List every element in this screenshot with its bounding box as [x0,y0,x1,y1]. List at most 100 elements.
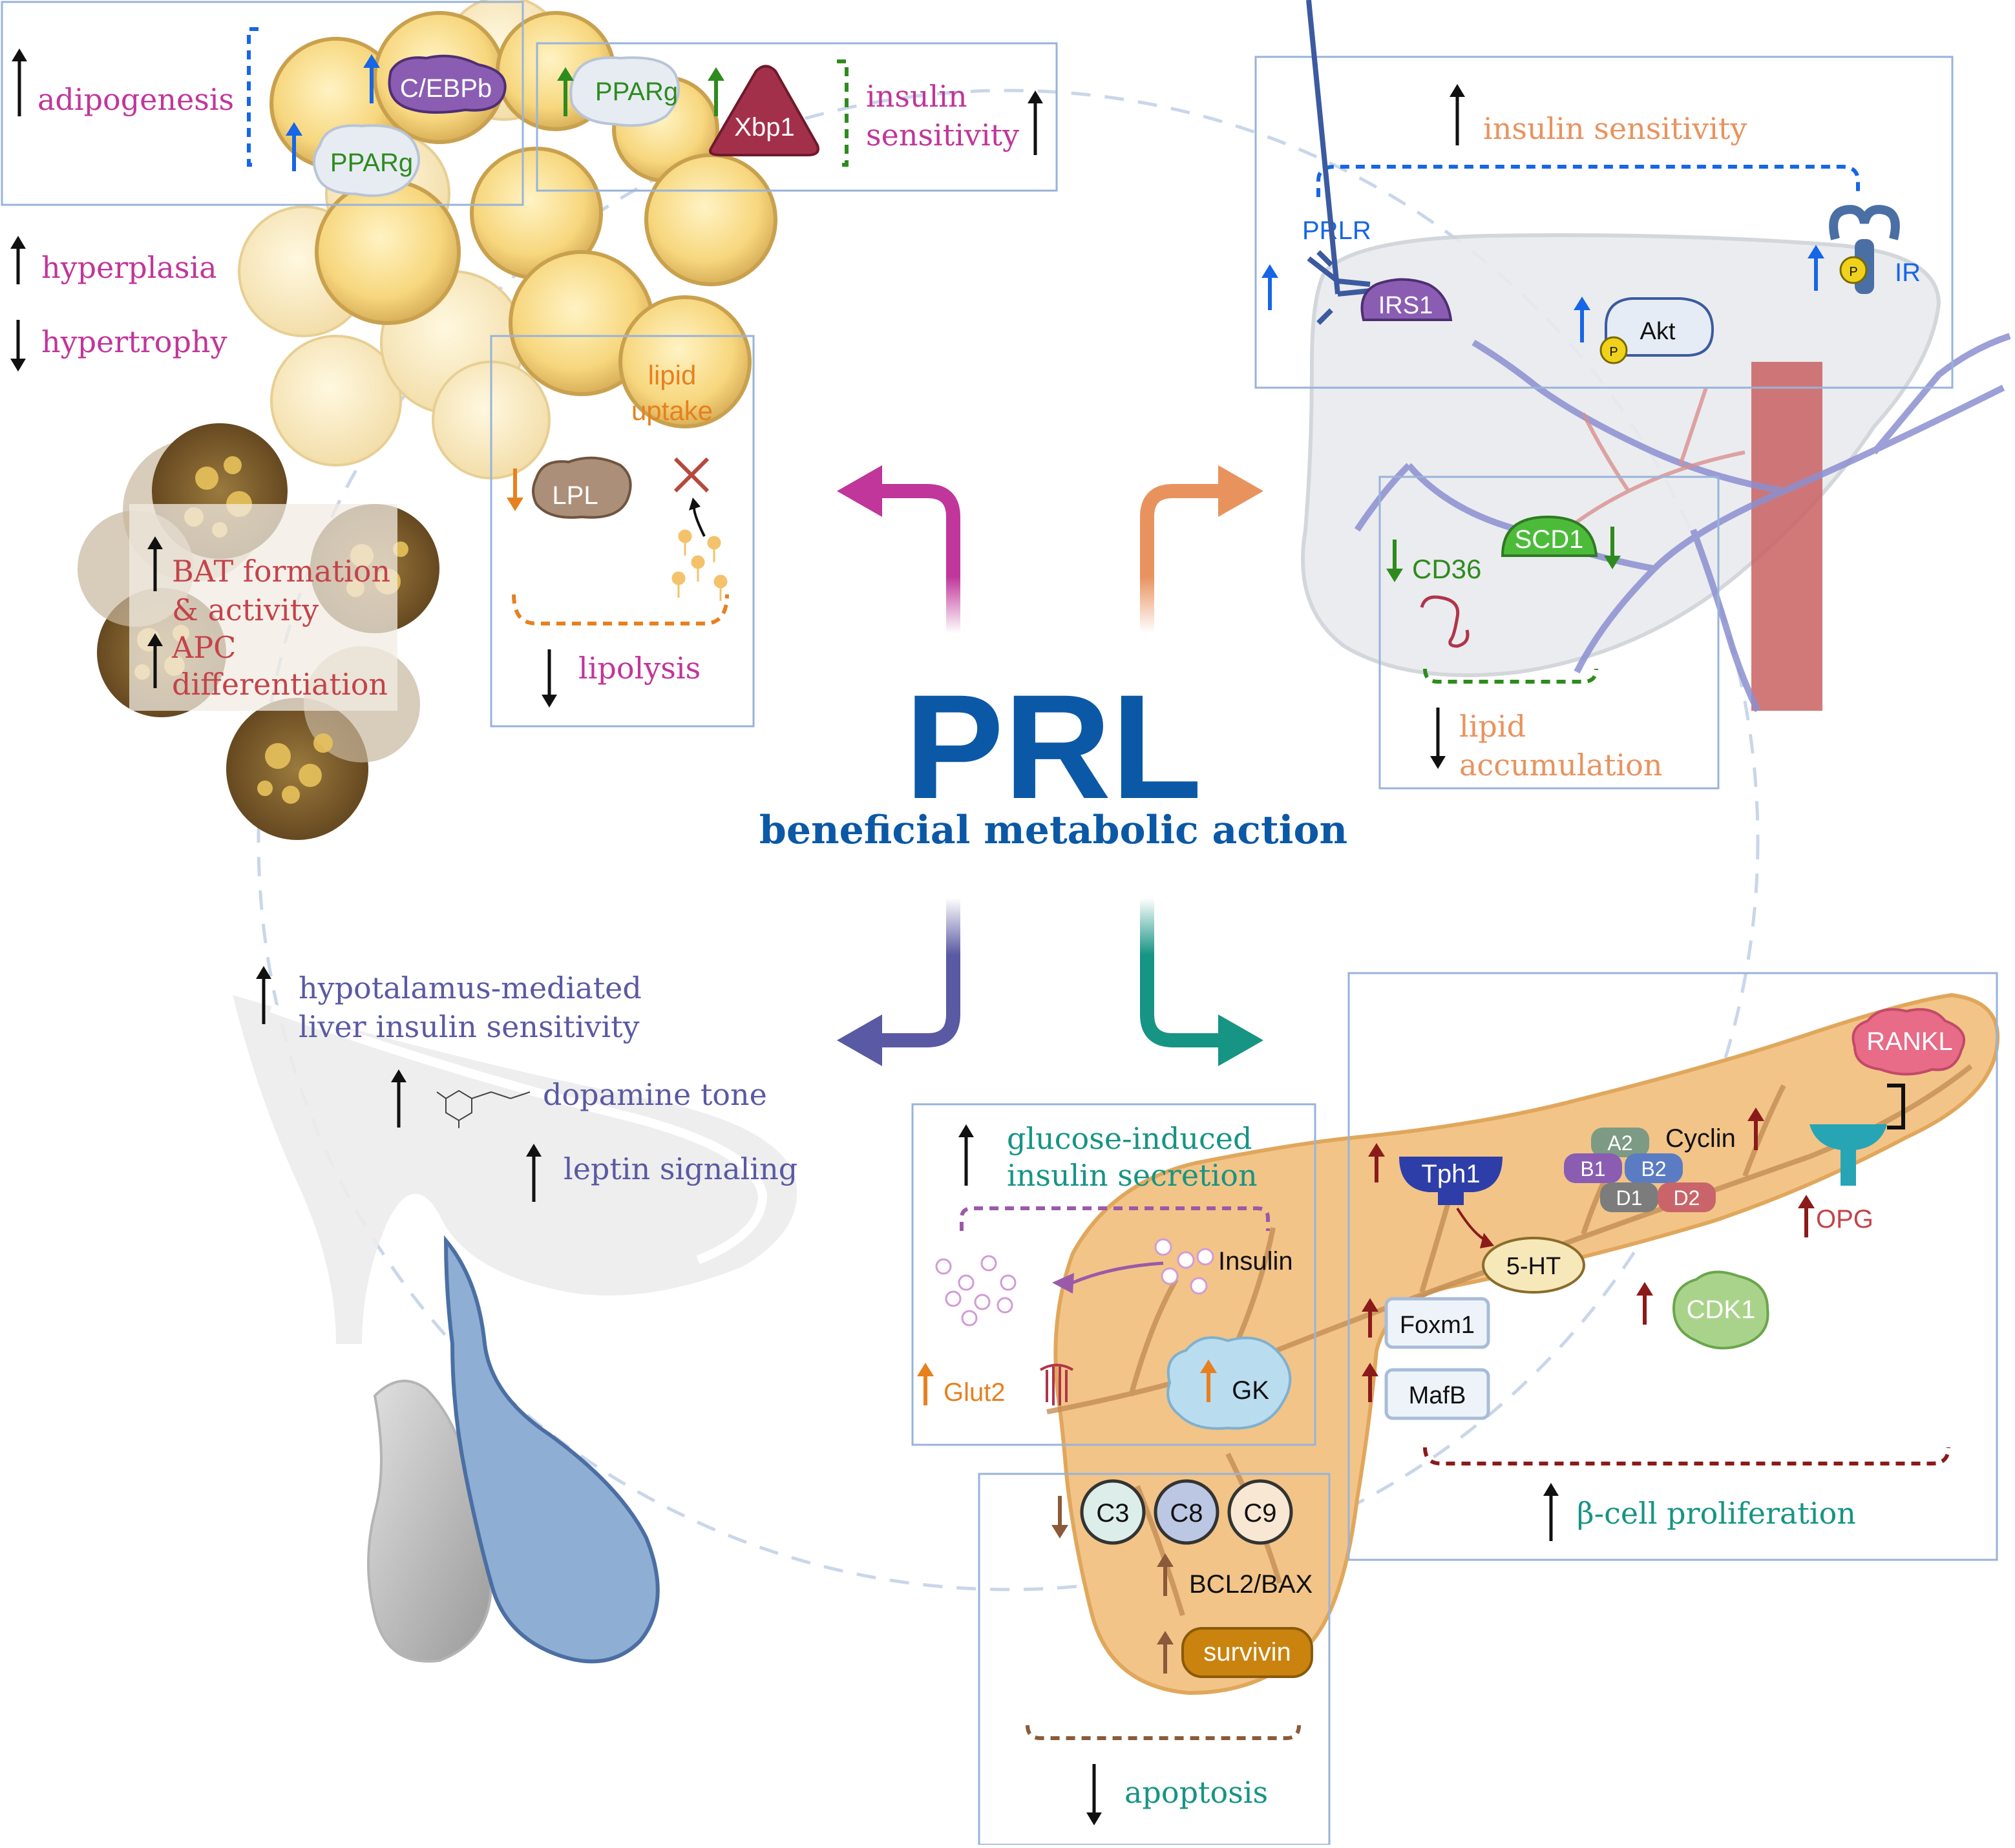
lipid-uptake-label-2: uptake [631,395,713,426]
hypertrophy-label: hypertrophy [41,324,227,359]
c3-caspase: C3 [1080,1479,1146,1545]
hypothalamus-label-1: hypotalamus-mediated [299,971,642,1005]
rankl-inhibition-icon [1887,1084,1905,1129]
beta-cell-label: β-cell proliferation [1577,1496,1856,1531]
lipid-accumulation-label-2: accumulation [1459,748,1662,782]
lpl-down-arrow [507,468,523,511]
dopamine-structure-icon [436,1089,531,1128]
leptin-label: leptin signaling [564,1151,797,1186]
lipid-uptake-label-1: lipid [648,360,697,390]
beta-cell-box [1347,972,1998,1561]
pparg-protein-b: PPARg [569,56,680,127]
adipogenesis-label: adipogenesis [37,82,234,117]
liver-insulin-up-arrow [1450,84,1465,145]
beta-cell-bracket [1423,1447,1950,1465]
cebpb-label: C/EBPb [400,74,492,103]
prl-title: PRL [905,664,1202,830]
pparg-protein-a: PPARg [313,124,420,197]
survivin-up-arrow [1157,1631,1174,1674]
bat-text-panel [129,504,397,711]
tph1-to-5ht-arrowhead [1480,1233,1494,1248]
opg-up-arrow [1798,1195,1815,1237]
blocked-uptake-cross-icon [673,457,710,493]
irs1-label: IRS1 [1378,292,1433,319]
cyclin-complex: A2 B1 B2 D1 D2 [1564,1128,1716,1212]
lipid-accumulation-down-arrow [1430,708,1446,769]
liver-insulin-bracket [1316,165,1860,197]
apoptosis-bracket [1026,1725,1301,1740]
lipolysis-bracket [512,594,729,625]
c9-label: C9 [1243,1499,1276,1528]
foxm1-factor: Foxm1 [1384,1297,1490,1349]
cd36-transporter-icon [1420,595,1470,648]
cyclin-up-arrow [1747,1108,1764,1150]
adipogenesis-box [1,1,524,206]
lipid-accumulation-label-1: lipid [1459,709,1526,744]
adipogenesis-bracket [247,27,258,167]
akt-up-arrow [1574,297,1590,342]
arrow-to-pancreas [1140,898,1263,1066]
apc-up-arrow [147,633,163,688]
lipolysis-down-arrow [542,649,557,708]
c9-caspase: C9 [1227,1479,1293,1545]
cdk1-up-arrow [1636,1282,1653,1325]
opg-receptor-icon [1809,1124,1887,1186]
apoptosis-label: apoptosis [1124,1775,1268,1810]
apc-label-2: differentiation [172,667,388,702]
liver-illustration [1301,233,2011,713]
liver-insulin-label: insulin sensitivity [1483,111,1747,146]
rankl-label: RANKL [1866,1027,1952,1056]
adipose-insulin-bracket [837,59,849,167]
pparg-label-b: PPARg [595,78,678,106]
glut2-transporter-icon [1039,1363,1074,1405]
insulin-secretion-box [911,1103,1316,1446]
cdk1-protein: CDK1 [1672,1270,1769,1350]
glut2-up-arrow [917,1363,934,1405]
tph1-enzyme: Tph1 [1399,1157,1503,1205]
insulin-secretion-label-2: insulin secretion [1007,1158,1258,1193]
akt-phospho-label: P [1609,345,1618,359]
lipoprotein-particles-icon [671,498,728,601]
lipid-bracket [1423,668,1598,684]
survivin-protein: survivin [1181,1627,1313,1678]
serotonin-label: 5-HT [1506,1253,1561,1280]
cyclin-b2-label: B2 [1641,1157,1666,1181]
hypothalamus-up-arrow [256,966,271,1024]
cyclin-d2-label: D2 [1674,1186,1700,1210]
cyclin-label: Cyclin [1665,1124,1736,1153]
cebpb-up-arrow [363,54,380,103]
apoptosis-down-arrow [1086,1764,1102,1825]
hyperplasia-up-arrow [10,236,26,284]
bat-up-arrow [147,536,163,591]
caspase-down-arrow [1051,1496,1068,1538]
glut2-label: Glut2 [944,1378,1006,1407]
foxm1-label: Foxm1 [1400,1312,1475,1339]
apc-label-1: APC [171,630,236,665]
hypertrophy-down-arrow [10,320,26,372]
ir-up-arrow [1808,245,1824,291]
hypothalamus-label-2: liver insulin sensitivity [299,1009,640,1044]
hypothalamus-pituitary-illustration [233,995,797,1664]
insulin-secretion-bracket [960,1206,1270,1231]
gk-up-arrow [1200,1360,1217,1402]
gk-label: GK [1232,1376,1269,1405]
rankl-protein: RANKL [1851,1008,1965,1076]
c8-caspase: C8 [1154,1479,1219,1545]
tph1-up-arrow [1368,1143,1385,1182]
dopamine-label: dopamine tone [543,1077,767,1112]
secretion-arrow-line [1072,1261,1164,1285]
pparg-a-up-arrow [286,122,302,171]
prlr-receptor-icon [1306,0,1371,325]
scd1-label: SCD1 [1515,525,1584,554]
adipose-insulin-up-arrow [1028,90,1043,155]
akt-label: Akt [1640,318,1676,345]
cyclin-a2-label: A2 [1607,1131,1632,1155]
bat-label-2: & activity [172,593,319,627]
leptin-up-arrow [526,1144,542,1202]
prlr-label: PRLR [1302,216,1371,245]
adipose-insulin-label-2: sensitivity [866,118,1019,152]
scd1-protein: SCD1 [1501,515,1598,557]
cd36-down-arrow [1386,540,1403,582]
hyperplasia-label: hyperplasia [41,250,217,285]
